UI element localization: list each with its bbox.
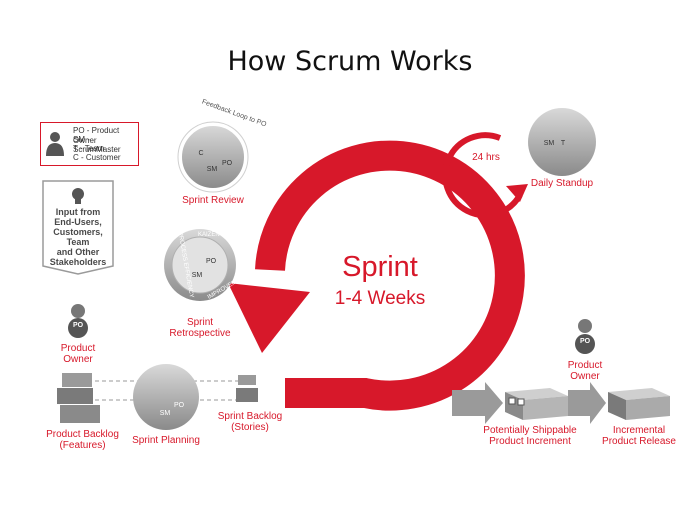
product-backlog-boxes: [57, 373, 100, 423]
po-line: Product: [567, 360, 603, 371]
input-line: End-Users,: [54, 217, 102, 227]
release-box: [608, 388, 670, 420]
increment-box: [505, 388, 568, 420]
sm-badge-review: SM: [206, 166, 218, 173]
legend-line: C - Customer: [73, 153, 121, 162]
sprint-title: Sprint: [342, 251, 418, 283]
increment-line: Product Increment: [489, 436, 571, 447]
sprint-planning-label: Sprint Planning: [132, 435, 200, 446]
input-line: Customers, Team: [53, 227, 103, 247]
backlog-line: (Features): [59, 440, 106, 451]
product-owner-right-icon: [575, 319, 595, 354]
retro-ring-label: KAIZEN: [198, 232, 220, 238]
c-badge: C: [198, 150, 204, 157]
release-line: Product Release: [602, 436, 676, 447]
sm-badge-standup: SM: [543, 140, 555, 147]
sm-badge-retro: SM: [191, 272, 203, 279]
arrow-to-increment: [452, 382, 503, 424]
sprint-planning-icon: [133, 364, 199, 430]
daily-loop-arc: [442, 132, 523, 219]
po-badge-retro: PO: [205, 258, 217, 265]
incremental-release-label: Incremental Product Release: [594, 425, 684, 447]
product-owner-right-label: Product Owner: [555, 360, 615, 382]
release-line: Incremental: [612, 425, 666, 436]
potentially-shippable-label: Potentially Shippable Product Increment: [475, 425, 585, 447]
person-icon: [46, 132, 64, 156]
legend-box: PO - Product Owner SM - ScrumMaster T - …: [40, 122, 139, 166]
sprint-review-label: Sprint Review: [182, 195, 244, 206]
legend-line: T - Team: [73, 144, 105, 153]
daily-standup-label: Daily Standup: [530, 178, 594, 189]
sprint-review-icon: [177, 121, 249, 193]
daily-standup-icon: [528, 108, 596, 176]
product-owner-left-icon: [68, 304, 88, 338]
input-line: Input from: [55, 207, 101, 217]
po-badge-right: PO: [579, 338, 591, 345]
legend-line: PO - Product Owner: [73, 126, 120, 145]
po-line: Owner: [63, 354, 93, 365]
input-line: Stakeholders: [49, 257, 107, 267]
arrow-to-release: [568, 382, 606, 424]
sprint-duration: 1-4 Weeks: [334, 288, 426, 309]
sprint-retrospective-label: Sprint Retrospective: [150, 317, 250, 339]
input-banner: [42, 180, 114, 275]
sprint-backlog-line: Sprint Backlog: [217, 411, 283, 422]
po-badge-left: PO: [72, 322, 84, 329]
increment-line: Potentially Shippable: [483, 425, 577, 436]
retro-line: Retrospective: [169, 328, 231, 339]
sm-badge-planning: SM: [159, 410, 171, 417]
page-title: How Scrum Works: [227, 46, 473, 77]
product-backlog-label: Product Backlog (Features): [35, 429, 130, 451]
daily-loop-arrowhead: [506, 184, 528, 202]
retrospective-icon: [164, 229, 236, 301]
sprint-backlog-boxes: [236, 375, 258, 402]
input-text: Input from End-Users, Customers, Team an…: [42, 207, 114, 267]
po-line: Product: [60, 343, 96, 354]
input-line: and Other: [56, 247, 100, 257]
legend-line: SM - ScrumMaster: [73, 135, 121, 154]
daily-cycle-label: 24 hrs: [472, 152, 500, 163]
t-badge-standup: T: [560, 140, 566, 147]
sprint-loop-arc: [255, 140, 525, 411]
lightbulb-icon: [72, 188, 84, 204]
backlog-line: Product Backlog: [46, 429, 119, 440]
po-badge-planning: PO: [173, 402, 185, 409]
sprint-backlog-line: (Stories): [231, 422, 269, 433]
sprint-backlog-label: Sprint Backlog (Stories): [210, 411, 290, 433]
po-badge-review: PO: [221, 160, 233, 167]
retro-line: Sprint: [186, 317, 214, 328]
product-owner-left-label: Product Owner: [48, 343, 108, 365]
po-line: Owner: [570, 371, 600, 382]
sprint-loop-arrowhead: [228, 283, 310, 353]
